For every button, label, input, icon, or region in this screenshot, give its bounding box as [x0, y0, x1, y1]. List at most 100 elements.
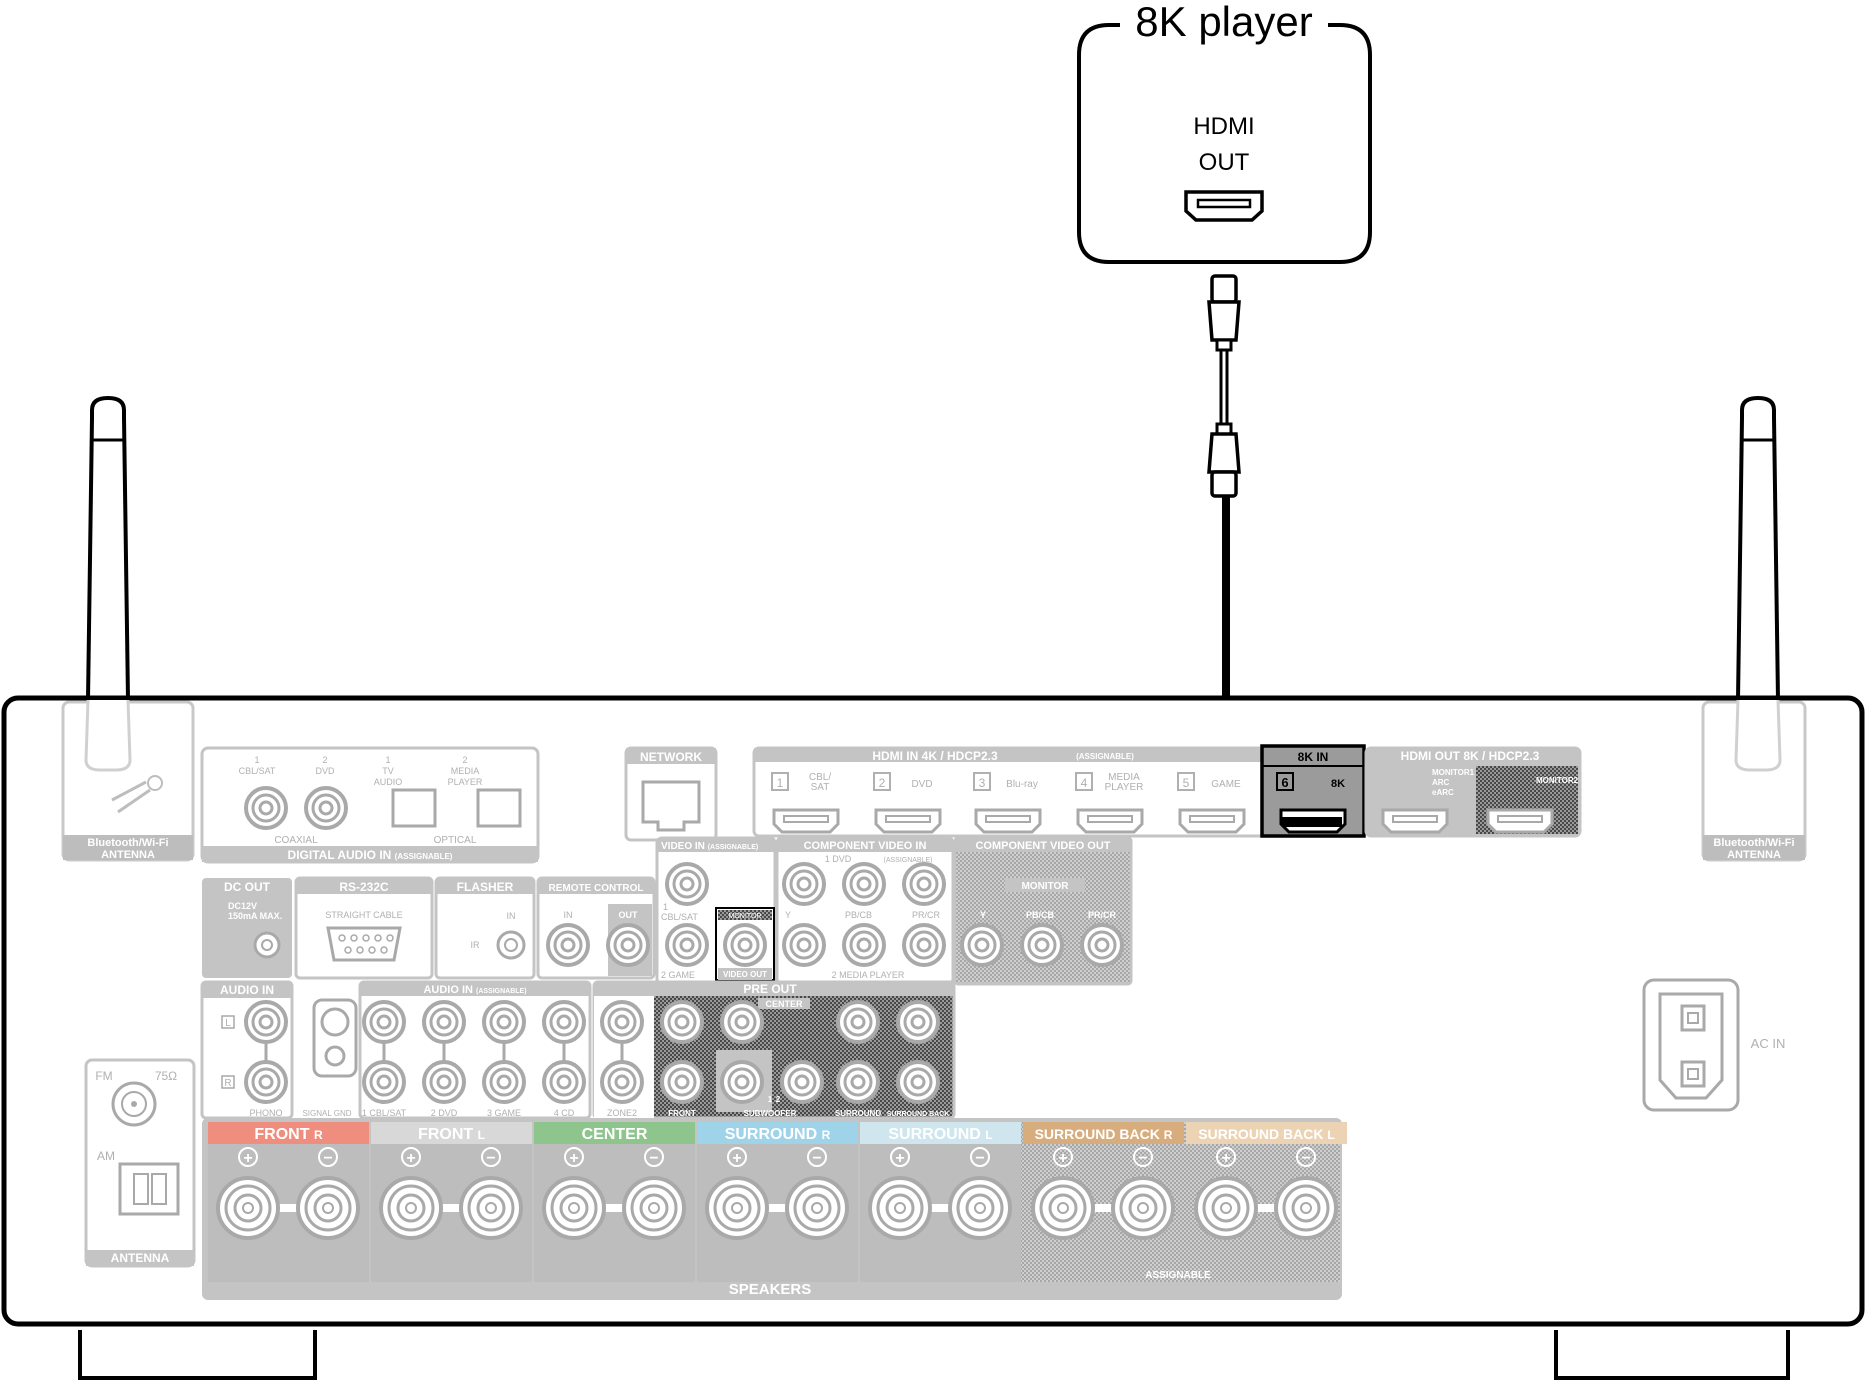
zone2-r-jack[interactable]: [600, 1060, 644, 1104]
speaker-plus-terminal[interactable]: [1031, 1176, 1095, 1240]
pre-out-center-jack[interactable]: [720, 1000, 764, 1044]
speaker-channel: SURROUND BACK L+−: [1186, 1122, 1347, 1240]
audio-in-l-jack[interactable]: [362, 1000, 406, 1044]
hdmi-in-port-2[interactable]: [874, 808, 942, 834]
audio-in-l-jack[interactable]: [422, 1000, 466, 1044]
video-in-jack-2[interactable]: [665, 923, 709, 967]
player-hdmi-out-port[interactable]: [1184, 190, 1264, 222]
coax2-name: DVD: [315, 766, 335, 776]
speakers-panel: SPEAKERS ASSIGNABLE FRONT R+−FRONT L+−CE…: [202, 1118, 1347, 1300]
dc-out-header: DC OUT: [224, 880, 271, 894]
optical-jack-1[interactable]: [391, 788, 437, 828]
component-in-pr-2[interactable]: [902, 923, 946, 967]
component-out-y-jack[interactable]: [960, 923, 1004, 967]
video-out-jack[interactable]: [723, 923, 767, 967]
audio-in-r-jack[interactable]: [422, 1060, 466, 1104]
rs232c-port[interactable]: [326, 926, 402, 962]
pre-out-subwoofer-1[interactable]: [720, 1060, 764, 1104]
hdmi-in-port-name: MEDIA: [1108, 772, 1140, 783]
audio-in-l-jack[interactable]: [542, 1000, 586, 1044]
signal-gnd[interactable]: SIGNAL GND: [302, 998, 358, 1118]
speaker-plus-terminal[interactable]: [705, 1176, 769, 1240]
speaker-channel-name: SURROUND R: [725, 1126, 831, 1143]
speaker-plus-mark-ring: [564, 1147, 584, 1167]
hdmi-out-monitor2-port[interactable]: [1486, 808, 1554, 834]
dc-out-jack[interactable]: [253, 931, 281, 959]
speaker-channel: FRONT L+−: [371, 1122, 532, 1282]
hdmi-in-port-4[interactable]: [1076, 808, 1144, 834]
component-in-pb-1[interactable]: [842, 862, 886, 906]
pre-out-surround-l[interactable]: [836, 1000, 880, 1044]
audio-in-l-jack[interactable]: [482, 1000, 526, 1044]
component-in-y-1[interactable]: [782, 862, 826, 906]
speaker-minus-mark: −: [975, 1150, 984, 1167]
video-in-2-name: 2 GAME: [661, 970, 695, 980]
zone2-l-jack[interactable]: [600, 1000, 644, 1044]
audio-in-r-jack[interactable]: [542, 1060, 586, 1104]
video-in-jack-1[interactable]: [665, 862, 709, 906]
player-box-outline: [1077, 23, 1372, 264]
hdmi-in-port-5[interactable]: [1178, 808, 1246, 834]
component-in-pr-1[interactable]: [902, 862, 946, 906]
hdmi-in-num-box: [873, 772, 891, 791]
speaker-minus-mark: −: [323, 1150, 332, 1167]
coaxial-jack-1[interactable]: [244, 786, 288, 830]
hdmi-in-port-3[interactable]: [974, 808, 1042, 834]
network-lan-port[interactable]: [641, 780, 701, 832]
phono-l-jack[interactable]: [244, 1000, 288, 1044]
speaker-plus-terminal[interactable]: [868, 1176, 932, 1240]
speaker-channel-header: [534, 1122, 695, 1144]
hdmi-cable[interactable]: [1207, 274, 1286, 828]
component-out-pr-jack[interactable]: [1080, 923, 1124, 967]
hdmi-in-port-1[interactable]: [772, 808, 840, 834]
hdmi-out-monitor1-c: eARC: [1432, 788, 1454, 797]
phono-r-jack[interactable]: [244, 1060, 288, 1104]
speaker-minus-terminal[interactable]: [459, 1176, 523, 1240]
hdmi-out-monitor1-a: MONITOR1: [1432, 768, 1475, 777]
component-in-y-2[interactable]: [782, 923, 826, 967]
pre-out-front-l[interactable]: [660, 1000, 704, 1044]
speaker-plus-terminal[interactable]: [1194, 1176, 1258, 1240]
speaker-plus-terminal[interactable]: [542, 1176, 606, 1240]
audio-in-input-label: 3 GAME: [487, 1108, 521, 1118]
flasher-in-jack[interactable]: [496, 930, 526, 960]
speaker-minus-terminal[interactable]: [1274, 1176, 1338, 1240]
speaker-plus-terminal[interactable]: [379, 1176, 443, 1240]
speaker-plus-mark: +: [732, 1150, 741, 1167]
audio-in-r-jack[interactable]: [362, 1060, 406, 1104]
rs232c-cable-label: STRAIGHT CABLE: [325, 910, 402, 920]
hdmi-out-monitor1-port[interactable]: [1381, 808, 1449, 834]
speaker-minus-terminal[interactable]: [785, 1176, 849, 1240]
speaker-minus-mark-ring: [1296, 1147, 1316, 1167]
component-in-panel: COMPONENT VIDEO IN 1 DVD (ASSIGNABLE) Y …: [775, 836, 955, 986]
speaker-channel: CENTER+−: [534, 1122, 695, 1282]
speaker-minus-terminal[interactable]: [948, 1176, 1012, 1240]
hdmi-out-monitor2: MONITOR2: [1536, 776, 1579, 785]
remote-in-jack[interactable]: [546, 923, 590, 967]
speaker-plus-mark-ring: [401, 1147, 421, 1167]
remote-out-jack[interactable]: [606, 923, 650, 967]
speaker-plus-mark-ring: [1216, 1147, 1236, 1167]
optical-jack-2[interactable]: [476, 788, 522, 828]
pre-out-front-r[interactable]: [660, 1060, 704, 1104]
speaker-minus-terminal[interactable]: [296, 1176, 360, 1240]
audio-in-r-jack[interactable]: [482, 1060, 526, 1104]
component-out-pb-jack[interactable]: [1020, 923, 1064, 967]
coaxial-label: COAXIAL: [274, 835, 318, 846]
speaker-plus-terminal[interactable]: [216, 1176, 280, 1240]
audio-in-input-label: 1 CBL/SAT: [362, 1108, 407, 1118]
pre-out-surround-r[interactable]: [836, 1060, 880, 1104]
component-in-pb-2[interactable]: [842, 923, 886, 967]
component-in-pr: PR/CR: [912, 910, 941, 920]
speaker-plus-mark-ring: [890, 1147, 910, 1167]
pre-out-surround-back-l[interactable]: [896, 1000, 940, 1044]
speaker-minus-terminal[interactable]: [622, 1176, 686, 1240]
coaxial-jack-2[interactable]: [304, 786, 348, 830]
speaker-minus-terminal[interactable]: [1111, 1176, 1175, 1240]
component-out-pr: PR/CR: [1088, 910, 1117, 920]
pre-out-subwoofer-2[interactable]: [780, 1060, 824, 1104]
pre-out-surround-back-r[interactable]: [896, 1060, 940, 1104]
speaker-plus-mark: +: [406, 1150, 415, 1167]
